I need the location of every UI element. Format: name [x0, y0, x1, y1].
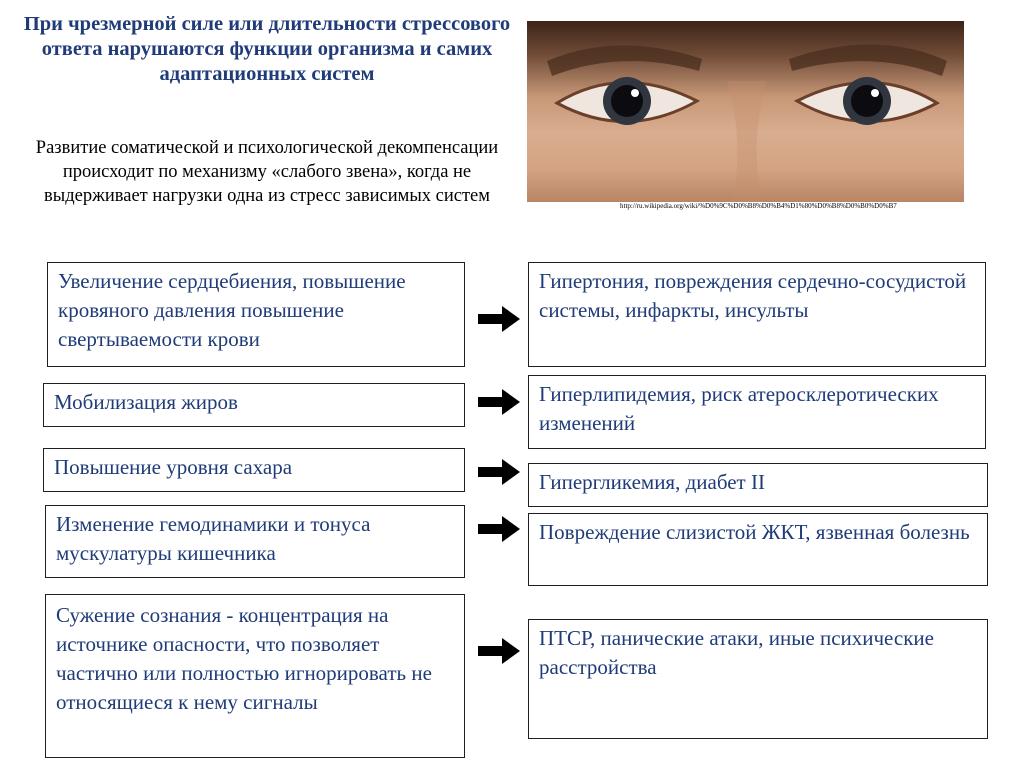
effect-box-4: Повреждение слизистой ЖКТ, язвенная боле…	[528, 513, 988, 586]
eyes-photo	[527, 21, 964, 202]
slide-title: При чрезмерной силе или длительности стр…	[23, 13, 511, 85]
arrow-right-icon	[478, 389, 520, 415]
cause-box-5: Сужение сознания - концентрация на источ…	[45, 594, 465, 758]
image-source-link[interactable]: http://ru.wikipedia.org/wiki/%D0%9C%D0%B…	[620, 202, 897, 210]
arrow-right-icon	[478, 516, 520, 542]
arrow-right-icon	[478, 638, 520, 664]
cause-box-2: Мобилизация жиров	[43, 383, 465, 427]
cause-box-4: Изменение гемодинамики и тонуса мускулат…	[45, 505, 465, 578]
effect-box-3: Гипергликемия, диабет II	[528, 463, 988, 507]
slide-subtitle: Развитие соматической и психологической …	[35, 138, 499, 206]
effect-box-1: Гипертония, повреждения сердечно-сосудис…	[528, 262, 986, 367]
effect-box-2: Гиперлипидемия, риск атеросклеротических…	[528, 375, 986, 449]
cause-box-3: Повышение уровня сахара	[43, 448, 465, 492]
effect-box-5: ПТСР, панические атаки, иные психические…	[528, 619, 988, 739]
arrow-right-icon	[478, 306, 520, 332]
arrow-right-icon	[478, 459, 520, 485]
cause-box-1: Увеличение сердцебиения, повышение кровя…	[47, 262, 465, 367]
